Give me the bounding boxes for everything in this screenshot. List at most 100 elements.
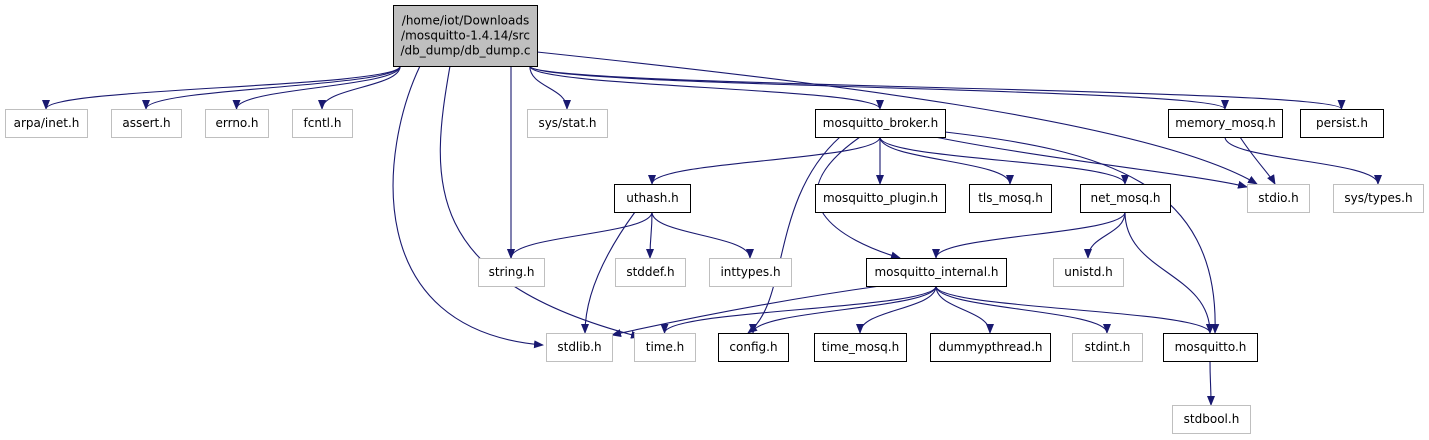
edge-broker-to-tls	[879, 136, 1014, 185]
node-box	[1333, 184, 1424, 213]
node-box	[1080, 184, 1171, 213]
edge-uthash-to-inttypes	[651, 211, 754, 259]
edge-line	[536, 51, 1258, 185]
node-box	[478, 258, 545, 287]
edge-broker-to-netmosq	[879, 136, 1129, 185]
nodes-layer: /home/iot/Downloads/mosquitto-1.4.14/src…	[5, 5, 1424, 434]
edge-internal-to-mosquitto	[935, 285, 1214, 334]
edge-line	[507, 211, 653, 259]
node-box	[614, 184, 691, 213]
header-node-memmosq[interactable]: memory_mosq.h	[1168, 109, 1283, 138]
edge-line	[392, 65, 544, 349]
node-label: stdio.h	[1258, 191, 1298, 205]
node-label: memory_mosq.h	[1175, 116, 1275, 130]
edge-broker-to-config	[747, 136, 841, 334]
node-box	[1300, 109, 1384, 138]
edge-root-to-persist	[529, 65, 1346, 110]
edge-line	[611, 285, 881, 337]
node-box	[709, 258, 792, 287]
node-label: /mosquitto-1.4.14/src	[401, 29, 530, 43]
node-box	[1053, 258, 1124, 287]
node-box	[546, 333, 613, 362]
edge-root-to-time	[439, 65, 641, 339]
edge-uthash-to-stdlib	[581, 211, 636, 334]
header-node-dummy[interactable]: dummypthread.h	[930, 333, 1051, 362]
node-label: stdlib.h	[557, 340, 601, 354]
node-box	[1172, 405, 1251, 434]
edge-root-to-memmosq	[529, 65, 1229, 110]
header-node-persist[interactable]: persist.h	[1300, 109, 1384, 138]
header-node-internal[interactable]: mosquitto_internal.h	[866, 258, 1007, 287]
node-label: time_mosq.h	[822, 340, 899, 354]
edges-layer	[42, 51, 1382, 406]
edge-line	[879, 136, 1014, 185]
edge-broker-to-uthash	[648, 136, 881, 185]
edge-root-to-fcntl	[318, 65, 401, 110]
edge-broker-to-stdio	[934, 136, 1248, 189]
node-box	[615, 258, 686, 287]
header-node-fcntl: fcntl.h	[292, 109, 353, 138]
node-label: /home/iot/Downloads	[402, 14, 529, 28]
edge-line	[749, 285, 937, 334]
edge-line	[935, 285, 1214, 334]
edge-root-to-errno	[232, 65, 401, 110]
node-box	[815, 109, 946, 138]
node-box	[111, 109, 182, 138]
node-box	[969, 184, 1052, 213]
edge-line	[232, 65, 401, 110]
edge-line	[856, 285, 937, 334]
edge-internal-to-time	[660, 285, 937, 334]
node-label: sys/stat.h	[538, 116, 596, 130]
edge-line	[142, 65, 401, 110]
node-label: mosquitto.h	[1175, 340, 1247, 354]
node-box	[930, 333, 1051, 362]
edge-line	[529, 65, 1229, 110]
edge-line	[1124, 211, 1214, 334]
edge-broker-to-mosquitto	[944, 131, 1220, 334]
header-node-uthash[interactable]: uthash.h	[614, 184, 691, 213]
header-node-string: string.h	[478, 258, 545, 287]
edge-internal-to-stdlib	[611, 285, 881, 337]
node-label: arpa/inet.h	[14, 116, 80, 130]
root-file-node[interactable]: /home/iot/Downloads/mosquitto-1.4.14/src…	[393, 5, 538, 67]
edge-uthash-to-stddef	[646, 211, 655, 259]
edge-line	[932, 211, 1126, 259]
header-node-plugin[interactable]: mosquitto_plugin.h	[815, 184, 946, 213]
header-node-timemosq[interactable]: time_mosq.h	[814, 333, 907, 362]
edge-root-to-arpa	[42, 65, 401, 110]
edge-netmosq-to-mosquitto	[1124, 211, 1214, 334]
node-label: inttypes.h	[720, 265, 780, 279]
edge-line	[529, 65, 884, 110]
header-node-time: time.h	[634, 333, 696, 362]
edge-line	[1224, 136, 1382, 185]
node-box	[1072, 333, 1143, 362]
node-label: mosquitto_plugin.h	[823, 191, 938, 205]
edge-line	[42, 65, 401, 110]
node-box	[1247, 184, 1310, 213]
edge-root-to-broker	[529, 65, 884, 110]
header-node-mosquitto[interactable]: mosquitto.h	[1163, 333, 1258, 362]
edge-line	[935, 285, 994, 334]
edge-internal-to-timemosq	[856, 285, 937, 334]
header-node-config[interactable]: config.h	[718, 333, 789, 362]
node-label: mosquitto_broker.h	[823, 116, 938, 130]
header-node-assert: assert.h	[111, 109, 182, 138]
node-label: assert.h	[122, 116, 170, 130]
edge-line	[879, 136, 1129, 185]
edge-internal-to-config	[749, 285, 937, 334]
header-node-tls[interactable]: tls_mosq.h	[969, 184, 1052, 213]
edge-line	[646, 211, 655, 259]
node-box	[814, 333, 907, 362]
header-node-netmosq[interactable]: net_mosq.h	[1080, 184, 1171, 213]
node-box	[718, 333, 789, 362]
node-box	[815, 184, 946, 213]
node-box	[205, 109, 269, 138]
header-node-broker[interactable]: mosquitto_broker.h	[815, 109, 946, 138]
node-label: sys/types.h	[1344, 191, 1412, 205]
edge-line	[934, 136, 1248, 189]
edge-broker-to-internal	[816, 136, 901, 260]
edge-line	[529, 65, 1346, 110]
edge-mosquitto-to-stdbool	[1206, 360, 1215, 406]
edge-line	[318, 65, 401, 110]
edge-line	[1239, 136, 1276, 185]
